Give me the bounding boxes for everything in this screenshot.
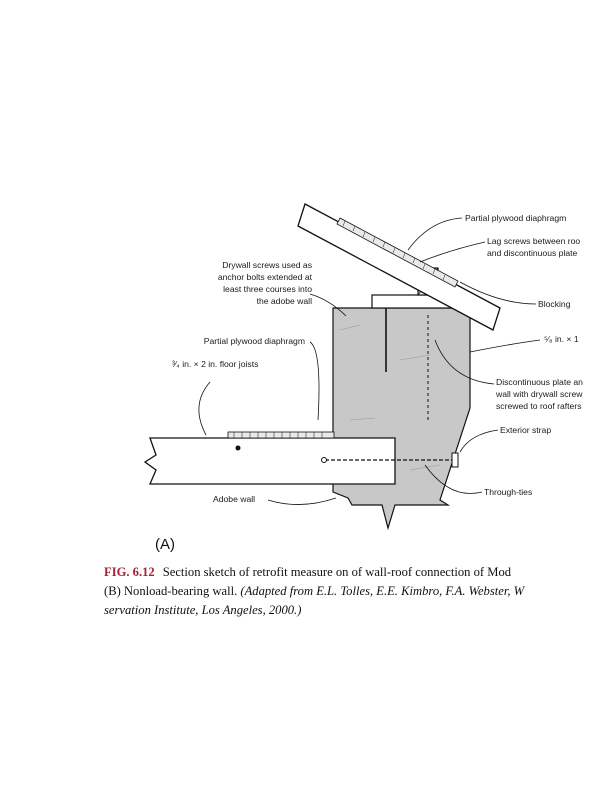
label-drywall-3: least three courses into [223,284,312,294]
label-disc-plate-1: Discontinuous plate an [496,377,583,387]
label-drywall-4: the adobe wall [257,296,313,306]
caption-line-3: servation Institute, Los Angeles, 2000.) [104,603,302,617]
label-partial-plywood-left: Partial plywood diaphragm [204,336,305,346]
label-five-eighths: ⁵⁄₈ in. × 1 [544,334,579,344]
floor-joist [143,437,396,485]
label-floor-joists: ³⁄₄ in. × 2 in. floor joists [172,359,258,369]
adobe-wall-section [332,307,471,531]
label-partial-plywood-top: Partial plywood diaphragm [465,213,566,223]
panel-label-a: (A) [155,536,175,553]
floor-plywood-diaphragm [227,431,335,439]
floor-screw-dot [235,445,241,451]
caption-line-2: (B) Nonload-bearing wall. (Adapted from … [104,584,525,598]
label-blocking: Blocking [538,299,571,309]
label-disc-plate-3: screwed to roof rafters [496,401,582,411]
figure-number: FIG. 6.12 [104,565,155,579]
floor-plywood-hatch [233,432,323,438]
label-lag-screws-2: and discontinuous plate [487,248,578,258]
label-adobe-wall: Adobe wall [213,494,255,504]
leader-lines [198,217,541,505]
label-lag-screws-1: Lag screws between roo [487,236,580,246]
roof-plywood-diaphragm [336,217,459,288]
label-drywall-2: anchor bolts extended at [218,272,313,282]
label-through-ties: Through-ties [484,487,532,497]
label-drywall-1: Drywall screws used as [222,260,312,270]
roof-plywood-hatch [342,220,446,281]
exterior-strap [451,452,459,468]
label-disc-plate-2: wall with drywall screw [495,389,583,399]
label-exterior-strap: Exterior strap [500,425,551,435]
